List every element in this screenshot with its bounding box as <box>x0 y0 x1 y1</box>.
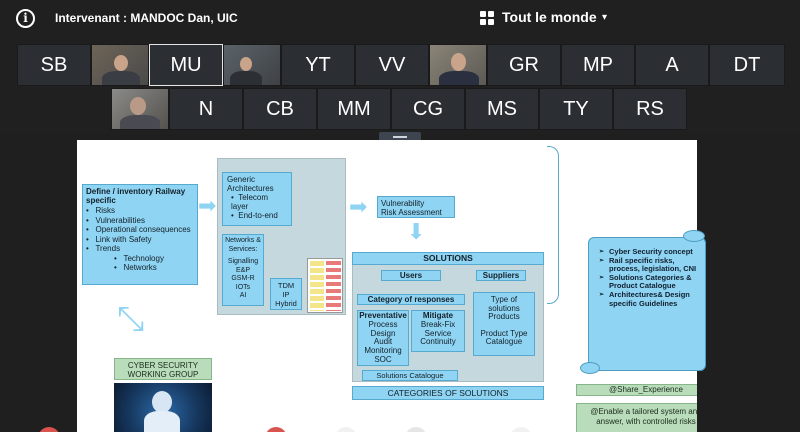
mitigate-box: Mitigate Break-Fix Service Continuity <box>411 310 465 352</box>
scroll-roll-bottom <box>580 362 600 374</box>
networks-services-box: Networks & Services: Signalling E&P GSM-… <box>222 234 264 306</box>
control-button[interactable] <box>335 427 357 432</box>
participant-tile[interactable]: GR <box>487 44 561 86</box>
cyber-security-working-group-label: CYBER SECURITY WORKING GROUP <box>114 358 212 380</box>
grid-view-icon[interactable] <box>480 11 494 25</box>
participant-tile[interactable]: RS <box>613 88 687 130</box>
control-button[interactable] <box>405 427 427 432</box>
participant-tile[interactable]: CG <box>391 88 465 130</box>
participant-tile[interactable]: TY <box>539 88 613 130</box>
participant-video-tile[interactable] <box>429 44 487 86</box>
define-inventory-box: Define / inventory Railway specific • Ri… <box>82 184 198 285</box>
participant-video-tile[interactable] <box>91 44 149 86</box>
active-speaker-label: Intervenant : MANDOC Dan, UIC <box>55 11 238 25</box>
collapse-strip-handle[interactable] <box>379 132 421 143</box>
participant-tile[interactable]: MP <box>561 44 635 86</box>
meeting-top-bar: i Intervenant : MANDOC Dan, UIC Tout le … <box>0 0 800 38</box>
double-arrow-icon: ⤡ <box>117 299 145 339</box>
participant-tile[interactable]: MS <box>465 88 539 130</box>
participant-strip: SB MU YT VV GR MP A DT N CB MM CG MS TY … <box>0 38 800 134</box>
preventative-box: Preventative Process Design Audit Monito… <box>357 310 409 366</box>
supplier-products-box: Type of solutions Products Product Type … <box>473 292 535 356</box>
arrow-down-icon: ⬇ <box>407 220 426 245</box>
participant-tile[interactable]: A <box>635 44 709 86</box>
arrow-right-icon: ➡ <box>198 194 217 219</box>
participant-tile-selected[interactable]: MU <box>149 44 223 86</box>
vulnerability-risk-box: Vulnerability Risk Assessment <box>377 196 455 218</box>
category-of-responses-box: Category of responses <box>357 294 465 305</box>
tdm-ip-box: TDM IP Hybrid <box>270 278 302 310</box>
participant-tile[interactable]: VV <box>355 44 429 86</box>
participant-tile[interactable]: DT <box>709 44 785 86</box>
participant-tile[interactable]: N <box>169 88 243 130</box>
suppliers-box: Suppliers <box>476 270 526 281</box>
control-button[interactable] <box>265 427 287 432</box>
risk-matrix-thumbnail <box>307 258 343 313</box>
chevron-down-icon[interactable]: ▾ <box>602 12 608 23</box>
control-button[interactable] <box>38 427 60 432</box>
solutions-catalogue-box: Solutions Catalogue <box>362 370 458 381</box>
audience-selector[interactable]: Tout le monde <box>502 9 597 25</box>
categories-of-solutions-banner: CATEGORIES OF SOLUTIONS <box>352 386 544 400</box>
scroll-roll-top <box>683 230 705 242</box>
participant-tile[interactable]: SB <box>17 44 91 86</box>
participant-tile[interactable]: YT <box>281 44 355 86</box>
solutions-header: SOLUTIONS <box>352 252 544 265</box>
grouping-brace <box>547 146 559 304</box>
users-box: Users <box>381 270 441 281</box>
share-experience-label: @Share_Experience <box>576 384 697 396</box>
generic-architectures-box: Generic Architectures • Telecom layer • … <box>222 172 292 226</box>
info-icon[interactable]: i <box>16 9 35 28</box>
participant-video-tile[interactable] <box>111 88 169 130</box>
objectives-scroll: Cyber Security concept Rail specific ris… <box>588 237 706 371</box>
cyber-figure-image <box>114 383 212 432</box>
participant-tile[interactable]: CB <box>243 88 317 130</box>
control-button[interactable] <box>510 427 532 432</box>
participant-tile[interactable]: MM <box>317 88 391 130</box>
arrow-right-icon: ➡ <box>349 195 368 220</box>
enable-system-label: @Enable a tailored system and answer, wi… <box>576 403 697 432</box>
participant-video-tile[interactable] <box>223 44 281 86</box>
